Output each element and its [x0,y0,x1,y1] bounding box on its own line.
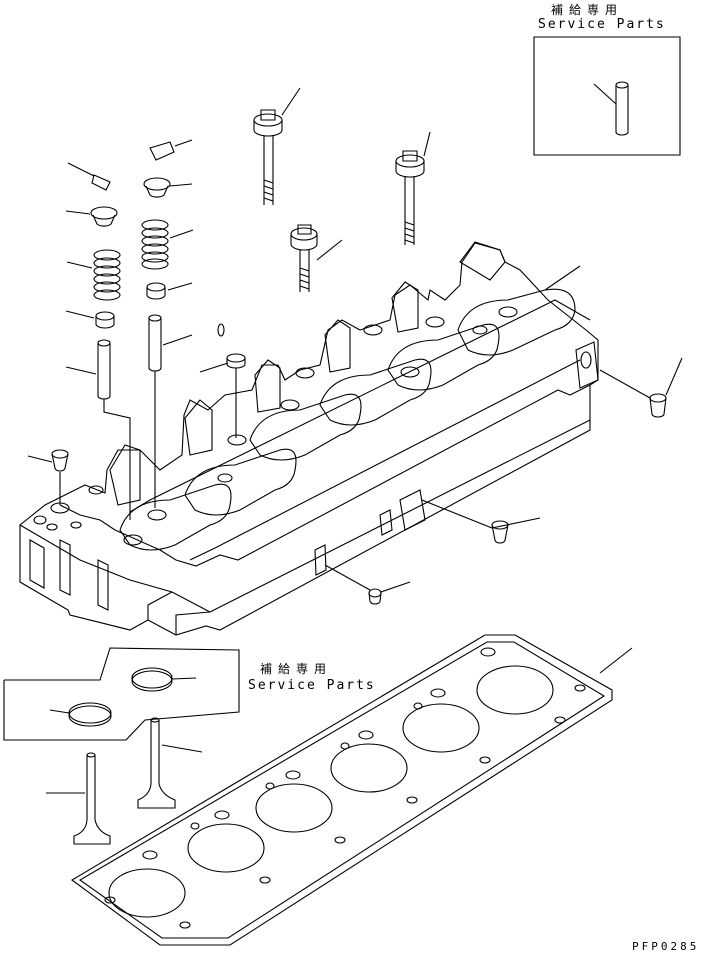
plug-front [492,521,508,543]
bolt-small [369,582,410,604]
head-bolt-3 [291,225,342,292]
service-parts-top-en: Service Parts [538,17,666,32]
spring-retainer-left [66,207,117,226]
plug-left [28,450,68,505]
service-parts-bottom-en: Service Parts [248,678,376,693]
head-bolt-2 [396,132,430,245]
head-bolt-1 [254,88,300,205]
o-ring-small [218,324,224,336]
service-parts-box-bottom [4,648,239,740]
spring-retainer-right [144,178,192,197]
service-parts-bottom-ja: 補給専用 [260,662,333,676]
service-parts-box-top [534,37,680,155]
valve-guide-left [66,340,130,520]
valve-cotter-left [68,163,110,190]
expansion-plug-center [200,354,245,438]
head-gasket [72,635,632,945]
cylinder-head [20,242,598,635]
service-parts-top-ja: 補給専用 [551,3,624,17]
valve-intake [138,718,202,808]
valve-exhaust [46,753,110,844]
valve-spring-left [67,250,120,300]
valve-cotter-right [150,140,192,160]
valve-spring-right [142,220,193,269]
plug-right [600,358,682,417]
valve-guide-right [149,315,192,508]
valve-seal-right [147,283,192,299]
valve-seal-left [66,311,114,328]
drawing-code: PFP0285 [632,940,700,953]
